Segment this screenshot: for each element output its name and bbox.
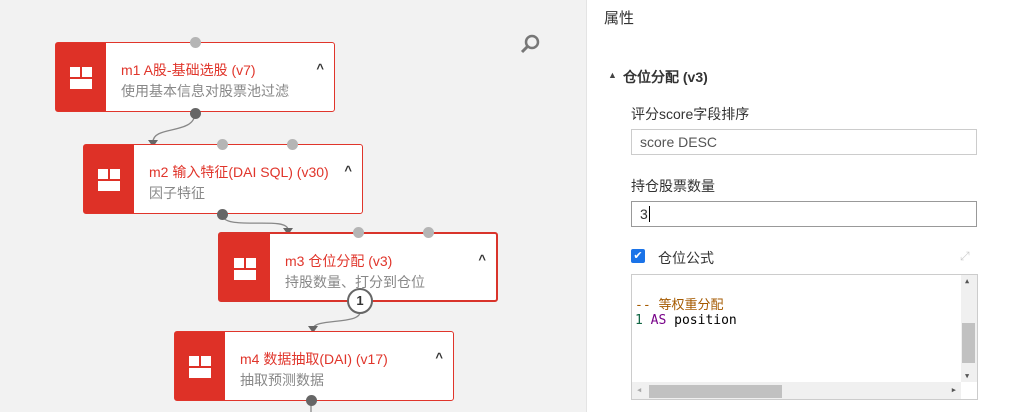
horizontal-scrollbar[interactable]: ◀ ▶ — [632, 382, 961, 399]
input-port[interactable] — [353, 227, 364, 238]
node-title: m3 仓位分配 (v3) — [285, 253, 393, 269]
formula-checkbox[interactable]: ✔ — [631, 249, 645, 263]
search-icon[interactable] — [519, 33, 541, 55]
code-identifier: position — [674, 313, 737, 328]
input-port[interactable] — [190, 37, 201, 48]
node-title: m1 A股-基础选股 (v7) — [121, 62, 256, 78]
code-editor[interactable]: -- 等权重分配 1 AS position ▲ ▼ ◀ ▶ — [631, 274, 978, 400]
workflow-canvas[interactable]: m1 A股-基础选股 (v7) 使用基本信息对股票池过滤 ^ m2 输入特征(D… — [0, 0, 587, 412]
module-icon — [70, 67, 92, 89]
vertical-scrollbar[interactable]: ▲ ▼ — [961, 275, 977, 382]
output-port[interactable] — [217, 209, 228, 220]
collapse-icon[interactable]: ^ — [435, 350, 443, 365]
node-desc: 因子特征 — [149, 185, 205, 201]
collapse-section-icon[interactable]: ▲ — [608, 70, 617, 80]
panel-title: 属性 — [604, 10, 635, 27]
collapse-icon[interactable]: ^ — [344, 163, 352, 178]
node-title: m4 数据抽取(DAI) (v17) — [240, 351, 388, 367]
node-desc: 持股数量、打分到仓位 — [285, 274, 425, 290]
output-port-badge[interactable]: 1 — [347, 288, 373, 314]
module-icon — [189, 356, 211, 378]
module-icon — [234, 258, 256, 280]
node-m1[interactable]: m1 A股-基础选股 (v7) 使用基本信息对股票池过滤 ^ — [55, 42, 335, 112]
collapse-icon[interactable]: ^ — [478, 252, 486, 267]
section-title[interactable]: 仓位分配 (v3) — [623, 69, 708, 85]
input-port[interactable] — [287, 139, 298, 150]
module-icon — [98, 169, 120, 191]
code-comment: -- 等权重分配 — [635, 298, 724, 313]
output-port[interactable] — [306, 395, 317, 406]
input-port[interactable] — [423, 227, 434, 238]
node-title: m2 输入特征(DAI SQL) (v30) — [149, 164, 329, 180]
formula-label: 仓位公式 — [658, 250, 714, 266]
expand-icon[interactable]: ⤢ — [960, 249, 970, 263]
score-label: 评分score字段排序 — [631, 106, 750, 122]
node-m2[interactable]: m2 输入特征(DAI SQL) (v30) 因子特征 ^ — [83, 144, 363, 214]
node-m4[interactable]: m4 数据抽取(DAI) (v17) 抽取预测数据 ^ — [174, 331, 454, 401]
code-keyword: AS — [650, 313, 667, 328]
score-sort-input[interactable]: score DESC — [631, 129, 977, 155]
stock-count-input[interactable]: 3 — [631, 201, 977, 227]
node-desc: 使用基本信息对股票池过滤 — [121, 83, 289, 99]
output-port[interactable] — [190, 108, 201, 119]
collapse-icon[interactable]: ^ — [316, 61, 324, 76]
node-desc: 抽取预测数据 — [240, 372, 324, 388]
count-label: 持仓股票数量 — [631, 178, 715, 194]
code-number: 1 — [635, 313, 643, 328]
input-port[interactable] — [217, 139, 228, 150]
